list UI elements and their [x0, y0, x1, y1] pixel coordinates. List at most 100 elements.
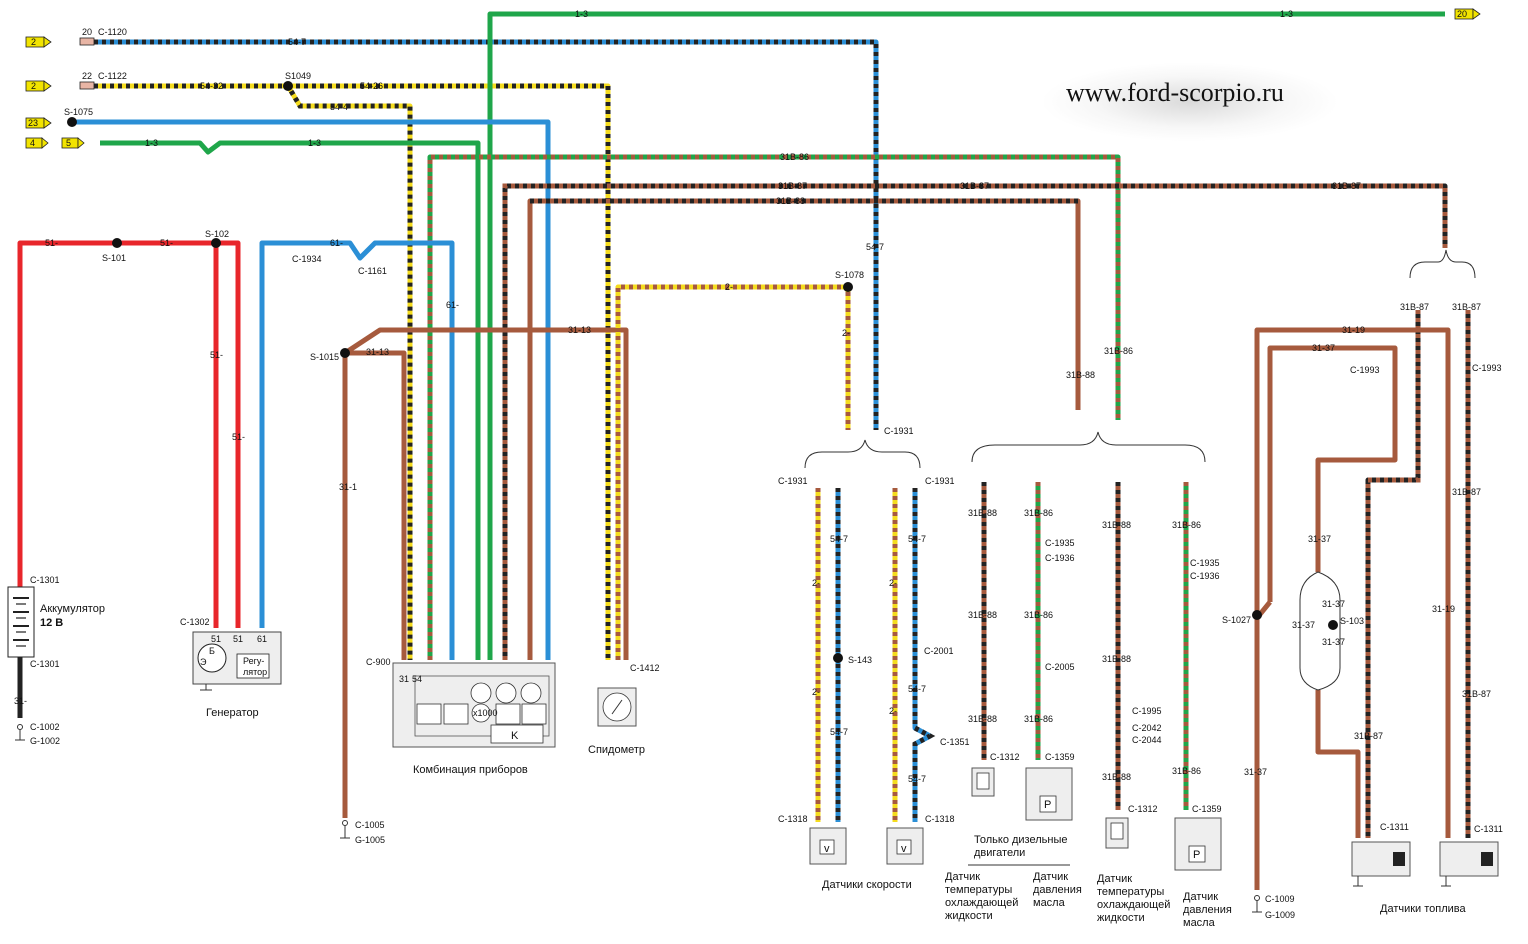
label-w547b: 54-7 — [866, 242, 884, 252]
wire-54-32 — [94, 83, 413, 660]
label-p31: 31 — [399, 674, 409, 684]
label-c1005: C-1005 — [355, 820, 385, 830]
label-v2: v — [901, 843, 907, 855]
label-diesel1: Только дизельные — [974, 834, 1067, 846]
battery — [7, 586, 35, 658]
label-f3137b: 31-37 — [1308, 534, 1331, 544]
label-f3137d: 31-37 — [1292, 620, 1315, 630]
label-c1318b: C-1318 — [925, 814, 955, 824]
f-3137-main — [1254, 600, 1272, 890]
label-f87c: 31B-87 — [1452, 487, 1481, 497]
f-brown-outer — [1254, 327, 1451, 838]
label-sp_2a: 2- — [812, 578, 820, 588]
junction-s101 — [112, 238, 122, 248]
label-f87e: 31B-87 — [1354, 731, 1383, 741]
label-c1359b: C-1359 — [1192, 804, 1222, 814]
label-w61a: 61- — [330, 238, 343, 248]
label-p61: 61 — [257, 634, 267, 644]
wires-layer — [17, 11, 1471, 890]
label-b88c: 31B-88 — [1102, 772, 1131, 782]
label-c1993a: C-1993 — [1350, 365, 1380, 375]
label-c1412: C-1412 — [630, 663, 660, 673]
wire-31-13 — [343, 327, 629, 660]
ref-text-2a: 2 — [31, 37, 36, 47]
brace-fuel — [1409, 249, 1476, 279]
label-c1935a: C-1935 — [1045, 538, 1075, 548]
label-c1120: C-1120 — [98, 27, 127, 37]
label-s103: S-103 — [1340, 616, 1364, 626]
label-v1: v — [824, 843, 830, 855]
label-pk: K — [511, 730, 519, 742]
label-c1931c: C-1931 — [925, 476, 955, 486]
watermark-banner: www.ford-scorpio.ru — [1040, 62, 1340, 142]
wire-31b87-top — [502, 183, 1448, 660]
label-f87b: 31B-87 — [1452, 302, 1481, 312]
label-f3119a: 31-19 — [1342, 325, 1365, 335]
label-p51b: 51 — [233, 634, 243, 644]
wire-51-battery — [17, 240, 219, 628]
label-f87d: 31B-87 — [1462, 689, 1491, 699]
label-sp_2c: 2- — [812, 687, 820, 697]
components-layer: 2 2 23 4 5 20 — [7, 8, 1499, 913]
ref-text-23: 23 — [28, 118, 38, 128]
label-sp_547e: 54-7 — [908, 774, 926, 784]
label-sp_547d: 54-7 — [830, 727, 848, 737]
ref-box-2b: 2 — [25, 80, 52, 92]
wire-s1075 — [72, 119, 551, 660]
label-c1359a: C-1359 — [1045, 752, 1075, 762]
label-c1002: C-1002 — [30, 722, 60, 732]
wire-31b86-top — [427, 154, 1121, 660]
label-sp_2d: 2- — [889, 706, 897, 716]
label-sp_2b: 2- — [889, 578, 897, 588]
label-f87a: 31B-87 — [1400, 302, 1429, 312]
label-c1301a: C-1301 — [30, 575, 60, 585]
ref-text-4: 4 — [30, 138, 35, 148]
label-o1c: масла — [1033, 897, 1066, 909]
ref-text-2b: 2 — [31, 81, 36, 91]
label-a88c: 31B-88 — [968, 714, 997, 724]
label-speed_sensors: Датчики скорости — [822, 879, 912, 891]
ground-g1005 — [340, 820, 350, 839]
label-s143: S-143 — [848, 655, 872, 665]
label-w2a: 2- — [725, 282, 733, 292]
label-c1318a: C-1318 — [778, 814, 808, 824]
label-t1d: жидкости — [945, 910, 993, 922]
label-c1311b: C-1311 — [1474, 824, 1503, 834]
ground-fuel — [1353, 876, 1451, 887]
label-o1a: Датчик — [1033, 871, 1068, 883]
generator — [192, 631, 282, 685]
label-c2044: C-2044 — [1132, 735, 1162, 745]
ground-g1002 — [15, 724, 25, 741]
label-c1302: C-1302 — [180, 617, 210, 627]
label-f3137f: 31-37 — [1244, 767, 1267, 777]
label-a86a: 31B-86 — [1024, 508, 1053, 518]
label-a86c: 31B-86 — [1024, 714, 1053, 724]
label-c1161: C-1161 — [358, 266, 387, 276]
label-speedo: Спидометр — [588, 744, 645, 756]
label-t1b: температуры — [945, 884, 1012, 896]
label-o2c: масла — [1183, 917, 1216, 929]
label-battery_v: 12 В — [40, 617, 63, 629]
label-w13b: 1-3 — [308, 138, 321, 148]
wire-2-s1078 — [615, 284, 851, 660]
label-c1931b: C-1931 — [778, 476, 808, 486]
brace-s103-left — [1299, 571, 1319, 691]
label-g1009: G-1009 — [1265, 910, 1295, 920]
label-battery: Аккумулятор — [40, 603, 105, 615]
label-gen_name: Генератор — [206, 707, 259, 719]
label-c1312b: C-1312 — [1128, 804, 1158, 814]
label-gen_e: Э — [200, 657, 207, 667]
label-w31b87b: 31B-87 — [960, 181, 989, 191]
ref-text-20: 20 — [1457, 9, 1467, 19]
label-p51a: 51 — [211, 634, 221, 644]
label-c1935b: C-1935 — [1190, 558, 1220, 568]
label-w51d: 51- — [232, 432, 245, 442]
wire-31b88-top — [527, 198, 1081, 660]
label-s1075: S-1075 — [64, 107, 93, 117]
label-fuel_sensors: Датчики топлива — [1380, 903, 1467, 915]
label-w31b86a: 31B-86 — [780, 152, 809, 162]
label-a86b: 31B-86 — [1024, 610, 1053, 620]
label-gen_reg1: Регу- — [243, 656, 264, 666]
